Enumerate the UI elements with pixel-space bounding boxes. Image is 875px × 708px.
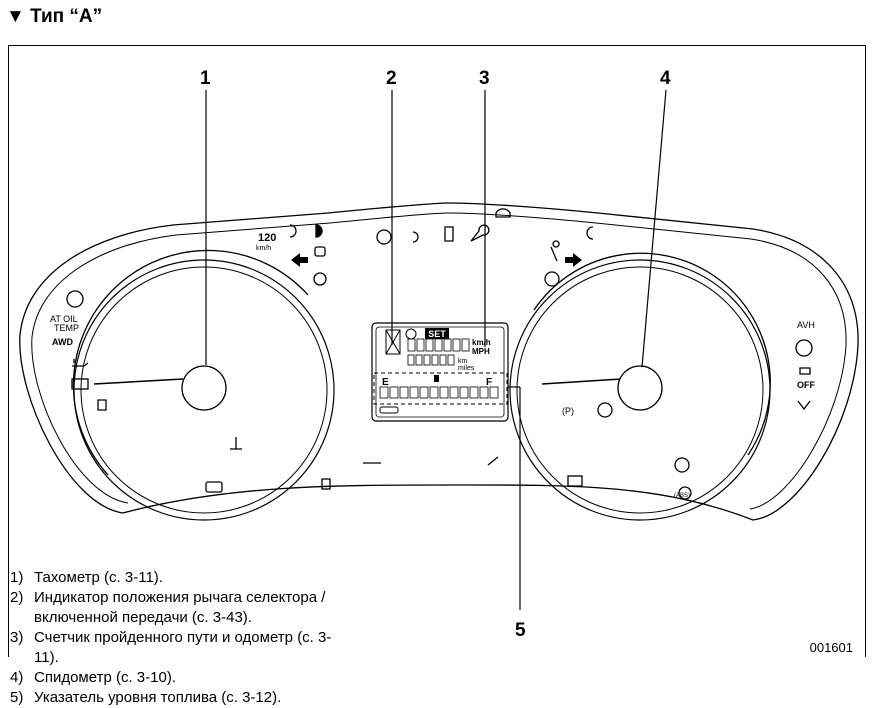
fuel-pump-icon [434, 375, 439, 382]
cluster-inner-outline [31, 212, 847, 510]
turn-right-icon [565, 253, 582, 267]
high-beam-icon [315, 224, 323, 238]
instrument-cluster-diagram: SET km/h MPH km miles E F [19, 89, 859, 610]
legend-list: 1)Тахометр (с. 3-11). 2)Индикатор положе… [10, 568, 334, 708]
figure-code: 001601 [809, 640, 853, 655]
trip-digits [407, 338, 470, 366]
avh-label: AVH [797, 320, 815, 330]
callout-4: 4 [660, 68, 671, 89]
fuel-full-label: F [486, 377, 492, 388]
auto-stop-icon [376, 229, 392, 245]
coolant-temp-icon [230, 437, 242, 450]
rear-fog-icon [586, 226, 594, 240]
unit-mph: MPH [472, 347, 490, 356]
vdc-off-icon [313, 272, 327, 286]
gear-position-indicator [385, 329, 401, 355]
off-label: OFF [797, 380, 815, 390]
turn-left-icon [291, 253, 308, 267]
speed-warning-icon: 120 [258, 232, 276, 244]
speed-warning-unit: km/h [256, 245, 271, 252]
key-icon [470, 224, 490, 242]
indicator-icons: 120 km/h [66, 208, 813, 500]
seatbelt-icon [550, 240, 560, 262]
legend-item: 2)Индикатор положения рычага селектора /… [10, 589, 326, 626]
p-label: (P) [562, 406, 574, 416]
legend-item: 1)Тахометр (с. 3-11). [10, 569, 163, 586]
center-display: SET km/h MPH km miles E F [371, 322, 509, 422]
avh-icon [795, 339, 813, 357]
at-oil-temp-label-1: AT OIL [50, 314, 78, 324]
fuel-gauge-segments [379, 386, 499, 399]
tpms-icon [66, 290, 84, 308]
callout-1: 1 [200, 68, 211, 89]
door-ajar-icon [97, 399, 107, 411]
oil-pressure-icon [72, 359, 89, 367]
abs-icon [678, 486, 692, 500]
unit-km: km [458, 358, 468, 365]
battery-icon [71, 378, 89, 390]
vdc-off-indicator-icon [799, 367, 811, 375]
fuel-empty-label: E [382, 377, 389, 388]
passenger-airbag-icon [444, 226, 454, 242]
callout-2: 2 [386, 68, 397, 89]
set-indicator [425, 328, 449, 339]
security-icon [567, 475, 583, 487]
brake-warning-icon [597, 402, 613, 418]
speedometer [509, 252, 771, 521]
abs-label: (ABS) [674, 493, 690, 499]
brake-icon-2 [674, 457, 690, 473]
section-heading: ▼ Тип “A” [6, 6, 103, 27]
front-fog-icon [289, 224, 297, 238]
set-label: SET [428, 329, 446, 339]
callout-5: 5 [515, 620, 526, 641]
legend-item: 5)Указатель уровня топлива (с. 3-12). [10, 689, 282, 706]
unit-miles: miles [458, 365, 475, 372]
low-fuel-icon [321, 478, 331, 490]
vdc-icon [314, 246, 326, 257]
cruise-icon [405, 328, 417, 340]
wiper-icon [495, 208, 511, 218]
srs-airbag-icon [797, 400, 811, 411]
check-engine-icon [205, 481, 223, 493]
figure-frame [8, 45, 866, 657]
legend-item: 4)Спидометр (с. 3-10). [10, 669, 176, 686]
master-warning-icon [544, 271, 560, 287]
legend-item: 3)Счетчик пройденного пути и одометр (с.… [10, 629, 332, 666]
headlight-icon [412, 231, 419, 243]
lane-assist-icon [487, 456, 499, 466]
indicator-text-labels: AT OIL TEMP AWD AVH OFF (P) (ABS) [50, 314, 815, 499]
callout-leaders [205, 89, 667, 610]
cluster-outline [19, 202, 859, 521]
tachometer [72, 249, 335, 521]
awd-label: AWD [52, 337, 73, 347]
unit-kmh: km/h [472, 338, 491, 347]
callout-3: 3 [479, 68, 490, 89]
at-oil-temp-label-2: TEMP [54, 323, 79, 333]
car-icon [379, 406, 399, 414]
fuel-gauge-outline [373, 372, 508, 405]
